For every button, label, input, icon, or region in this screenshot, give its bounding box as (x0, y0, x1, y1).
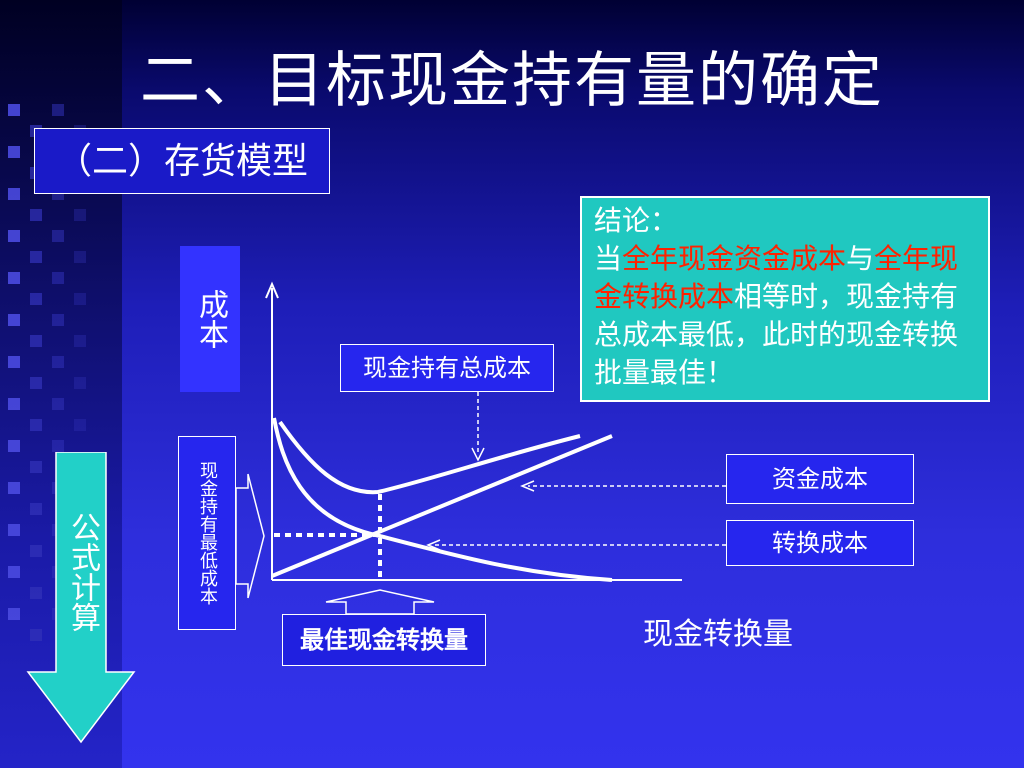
pattern-square (74, 377, 86, 389)
pattern-square (8, 566, 20, 578)
optimal-quantity-label: 最佳现金转换量 (282, 614, 486, 666)
pattern-square (30, 293, 42, 305)
capital-cost-label: 资金成本 (726, 454, 914, 504)
highlight-capital-cost: 全年现金资金成本 (622, 242, 847, 275)
conclusion-heading: 结论： (594, 204, 679, 237)
y-axis-arrowhead (265, 281, 279, 299)
y-axis-label: 成本 (180, 246, 240, 392)
pattern-square (30, 629, 42, 641)
pattern-square (52, 314, 64, 326)
pattern-square (8, 356, 20, 368)
conversion-cost-curve (272, 417, 613, 582)
pattern-square (74, 209, 86, 221)
capital-cost-line (271, 434, 613, 578)
pattern-square (52, 440, 64, 452)
pattern-square (8, 104, 20, 116)
formula-label: 公式计算 (65, 512, 100, 632)
conclusion-text-1: 当 (594, 242, 623, 275)
conclusion-text-3: 相等时，现金持有总成本最低，此时的现金转换批量最佳！ (594, 280, 959, 389)
down-arrow-icon (26, 452, 136, 744)
pattern-square (8, 608, 20, 620)
total-cost-pointer-head (471, 447, 485, 462)
pattern-square (52, 230, 64, 242)
section-subtitle: （二）存货模型 (34, 128, 330, 194)
pattern-square (30, 377, 42, 389)
x-axis-label: 现金转换量 (643, 617, 793, 652)
pattern-square (30, 209, 42, 221)
conclusion-box: 结论： 当全年现金资金成本与全年现金转换成本相等时，现金持有总成本最低，此时的现… (580, 196, 990, 402)
highlight-conversion-cost: 全年现金转换成本 (594, 242, 959, 313)
pattern-square (8, 524, 20, 536)
total-cost-curve (278, 420, 581, 495)
min-total-cost-label: 现金持有最低成本 (178, 436, 236, 630)
capital-cost-pointer-head (520, 480, 535, 492)
pattern-square (8, 482, 20, 494)
conclusion-text-2: 与 (846, 242, 875, 275)
right-block-arrow-icon (235, 473, 265, 599)
pattern-square (8, 230, 20, 242)
pattern-square (8, 272, 20, 284)
pattern-square (8, 440, 20, 452)
pattern-square (74, 251, 86, 263)
conversion-cost-label: 转换成本 (726, 520, 914, 566)
pattern-square (30, 545, 42, 557)
pattern-square (74, 335, 86, 347)
pattern-square (30, 419, 42, 431)
pattern-square (52, 398, 64, 410)
pattern-square (30, 587, 42, 599)
pattern-square (30, 251, 42, 263)
slide-title: 二、目标现金持有量的确定 (140, 46, 884, 116)
pattern-square (8, 188, 20, 200)
pattern-square (52, 272, 64, 284)
pattern-square (8, 398, 20, 410)
pattern-square (74, 419, 86, 431)
pattern-square (30, 461, 42, 473)
pattern-square (30, 503, 42, 515)
pattern-square (30, 335, 42, 347)
total-cost-label: 现金持有总成本 (340, 344, 554, 392)
pattern-square (8, 146, 20, 158)
up-block-arrow-icon (325, 589, 435, 615)
pattern-square (52, 356, 64, 368)
conclusion-body: 当全年现金资金成本与全年现金转换成本相等时，现金持有总成本最低，此时的现金转换批… (594, 240, 978, 392)
pattern-square (52, 104, 64, 116)
pattern-square (8, 314, 20, 326)
pattern-square (74, 293, 86, 305)
conversion-cost-pointer-head (426, 539, 441, 551)
